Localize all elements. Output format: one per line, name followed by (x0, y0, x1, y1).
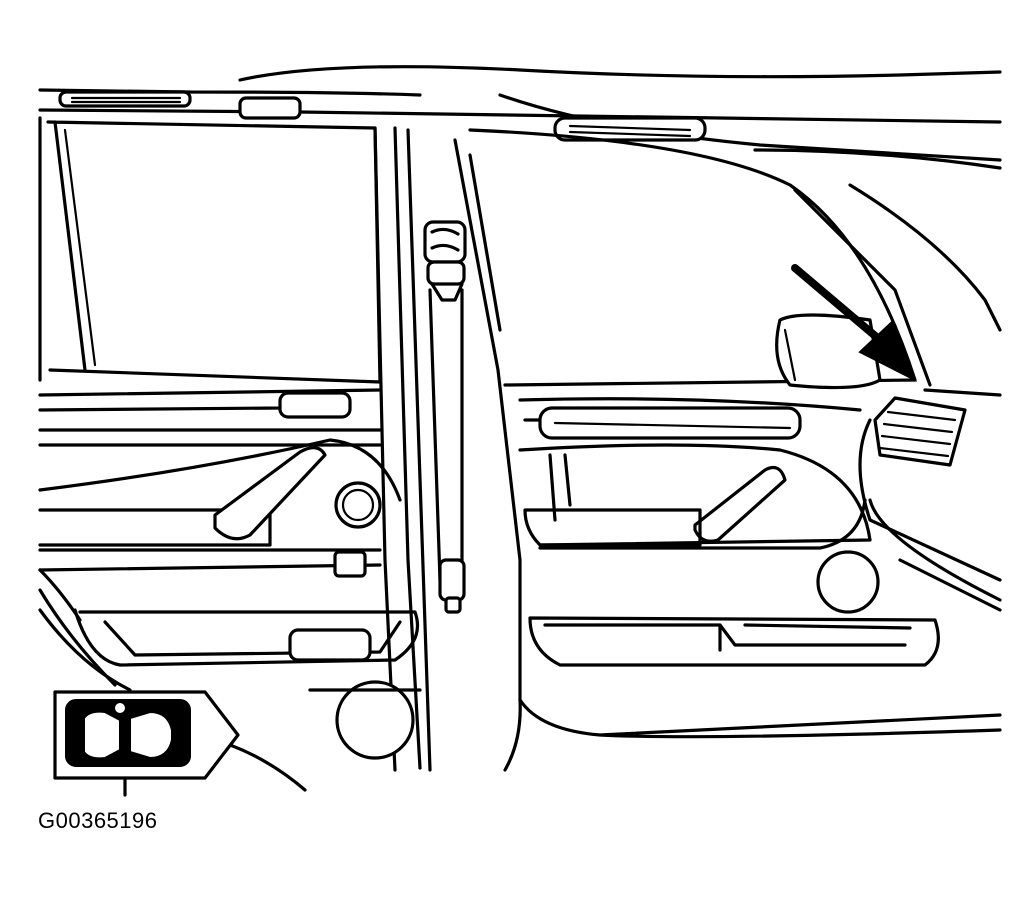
side-mirror (775, 313, 882, 390)
dashboard (858, 388, 1002, 612)
front-door-window (468, 128, 1002, 387)
roof-headliner (38, 65, 1002, 170)
rear-door-window (38, 116, 382, 384)
front-door-panel (518, 397, 1002, 739)
figure-id-label: G00365196 (38, 808, 158, 833)
car-top-view-icon (83, 701, 173, 760)
view-indicator (53, 690, 240, 797)
rear-door-panel (38, 388, 422, 792)
b-pillar (373, 126, 522, 772)
seat-belt (423, 220, 467, 614)
locator-arrow (791, 264, 917, 383)
